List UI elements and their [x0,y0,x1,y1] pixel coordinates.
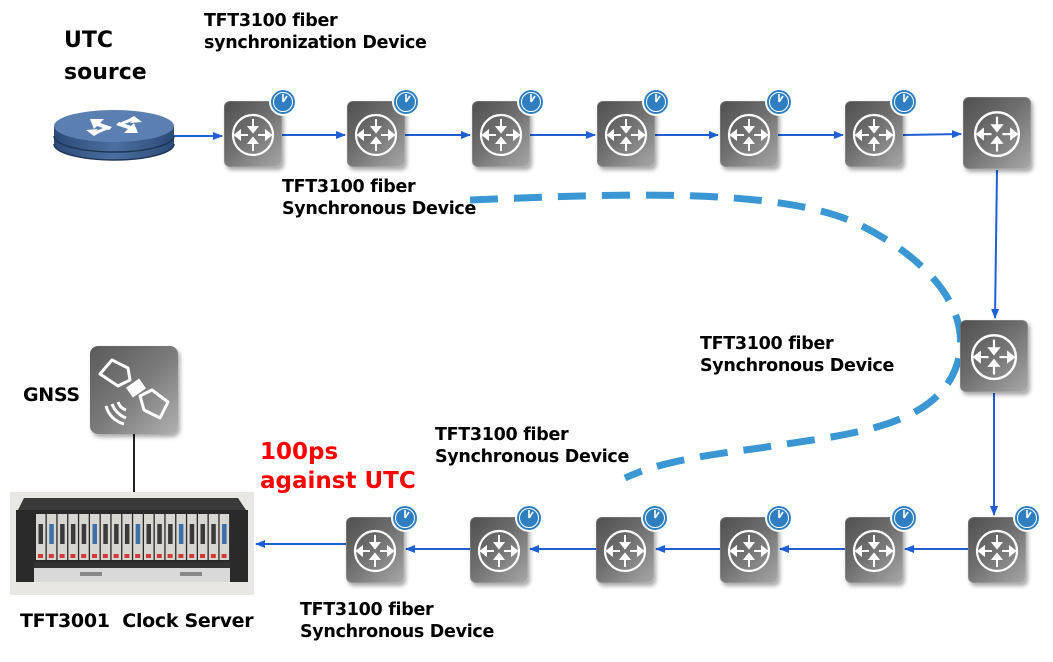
top-synchronous-device-label: TFT3100 fiber Synchronous Device [282,177,477,220]
sync-device-bottom-2 [470,504,543,583]
router-icon [852,529,896,573]
clock-server-label: TFT3001 Clock Server [20,610,254,632]
server-card-latch [221,554,227,558]
server-card-latch [92,554,97,558]
sync-device-bottom-3 [596,504,669,583]
clock-server-chassis [10,492,254,595]
router-icon [354,113,398,157]
clock-badge-icon [765,88,793,116]
router-icon [603,529,647,573]
utc-source-icon [53,110,175,161]
clock-badge-icon [890,504,918,532]
server-card-port [60,524,65,544]
utc-source-label: UTC source [64,28,147,85]
sync-device-top-1 [224,88,297,167]
server-card-latch [189,554,195,558]
satellite-icon [98,358,170,426]
server-card-port [81,524,87,544]
server-card-port [70,524,76,544]
clock-badge-icon [642,88,670,116]
server-card-latch [178,554,184,558]
server-card-port [200,524,205,544]
clock-badge-icon [641,504,669,532]
router-icon [727,529,771,573]
server-card-latch [167,554,173,558]
gnss-label: GNSS [23,384,80,406]
sync-device-top-3 [472,88,545,167]
right-synchronous-device-label: TFT3100 fiber Synchronous Device [700,334,895,377]
clock-badge-icon [1013,504,1041,532]
server-card-latch [146,554,151,558]
sync-device-top-end [963,97,1031,169]
clock-badge-icon [391,504,419,532]
router-icon [970,334,1018,381]
router-icon [231,113,275,157]
server-card-latch [135,554,141,558]
server-card-port [92,524,97,544]
server-card-port [168,524,173,544]
server-card-port [157,524,162,544]
router-icon [975,529,1019,573]
server-card-port [146,524,151,544]
accuracy-annotation: 100ps against UTC [260,439,416,494]
link-top-6 [902,130,962,139]
server-card-port [114,524,119,544]
clock-badge-icon [515,504,543,532]
sync-device-bottom-6 [968,504,1041,583]
sync-device-top-2 [347,88,420,167]
router-icon [604,113,648,157]
clock-badge-icon [890,88,918,116]
router-icon [973,111,1021,158]
server-card-latch [70,554,76,558]
server-card-latch [200,554,205,558]
server-card-latch [124,554,130,558]
sync-device-top-5 [720,88,793,167]
server-card-latch [156,554,162,558]
mid-synchronous-device-label: TFT3100 fiber Synchronous Device [435,425,630,468]
sync-device-top-4 [597,88,670,167]
clock-badge-icon [269,88,297,116]
server-card-latch [113,554,119,558]
gnss-antenna [90,346,178,434]
server-card-latch [102,554,108,558]
sync-device-bottom-5 [845,504,918,583]
router-icon [477,529,521,573]
router-icon [353,529,397,573]
server-card-latch [38,554,43,558]
dashed-sync-path [469,191,964,482]
server-card-port [38,524,43,544]
sync-device-top-6 [845,88,918,167]
server-card-latch [48,554,54,558]
bottom-synchronous-device-label: TFT3100 fiber Synchronous Device [300,600,495,643]
link-right-down-1 [991,169,1000,319]
server-card-latch [81,554,87,558]
router-icon [727,113,771,157]
top-sync-device-label: TFT3100 fiber synchronization Device [204,11,427,54]
server-card-port [189,524,195,544]
clock-badge-icon [517,88,545,116]
server-card-port [222,524,227,544]
sync-device-right [960,320,1028,392]
server-card-port [135,524,141,544]
server-card-port [49,524,54,544]
server-card-port [124,524,130,544]
clock-badge-icon [392,88,420,116]
server-card-latch [59,554,65,558]
sync-device-bottom-1 [346,504,419,583]
server-card-latch [210,554,216,558]
clock-badge-icon [765,504,793,532]
server-card-port [103,524,108,544]
sync-device-bottom-4 [720,504,793,583]
router-icon [852,113,896,157]
server-card-port [211,524,216,544]
server-card-port [178,524,184,544]
router-icon [479,113,523,157]
